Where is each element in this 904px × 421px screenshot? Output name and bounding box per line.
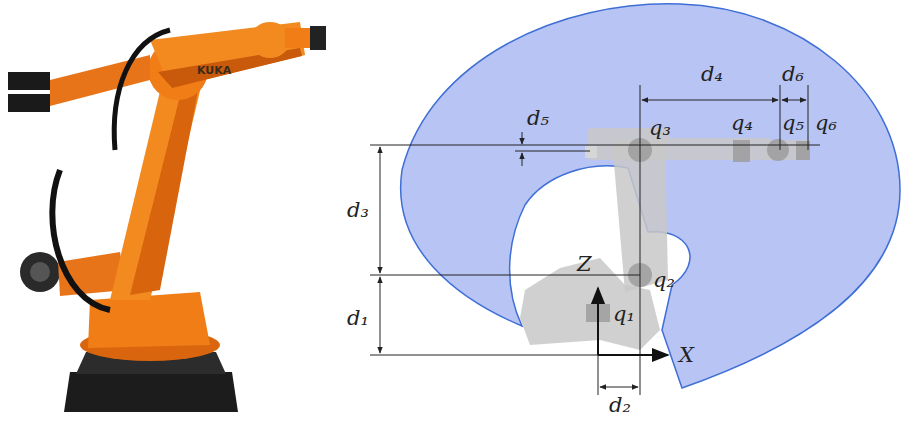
joint-label: q₁ <box>613 304 635 325</box>
dimension-lines <box>370 85 820 395</box>
dimension-label: d₅ <box>527 108 549 129</box>
joint-label: q₅ <box>782 113 804 134</box>
brand-text: KUKA <box>197 65 231 76</box>
dimension-label: d₃ <box>347 200 369 221</box>
joint-label: q₃ <box>649 118 671 139</box>
joint-label: q₆ <box>815 113 837 134</box>
joint-markers <box>586 138 810 322</box>
dimension-label: d₂ <box>609 395 631 416</box>
joint-label: q₄ <box>731 113 753 134</box>
axis-label: X <box>679 345 694 366</box>
dimension-label: d₁ <box>347 308 369 329</box>
robot-silhouette <box>520 128 810 350</box>
dimension-label: d₄ <box>701 64 723 85</box>
axis-label: Z <box>577 254 592 275</box>
workspace-region <box>401 4 900 388</box>
dimension-label: d₆ <box>782 64 804 85</box>
axes <box>598 288 668 355</box>
joint-label: q₂ <box>653 270 675 291</box>
robot-photo <box>8 22 326 412</box>
